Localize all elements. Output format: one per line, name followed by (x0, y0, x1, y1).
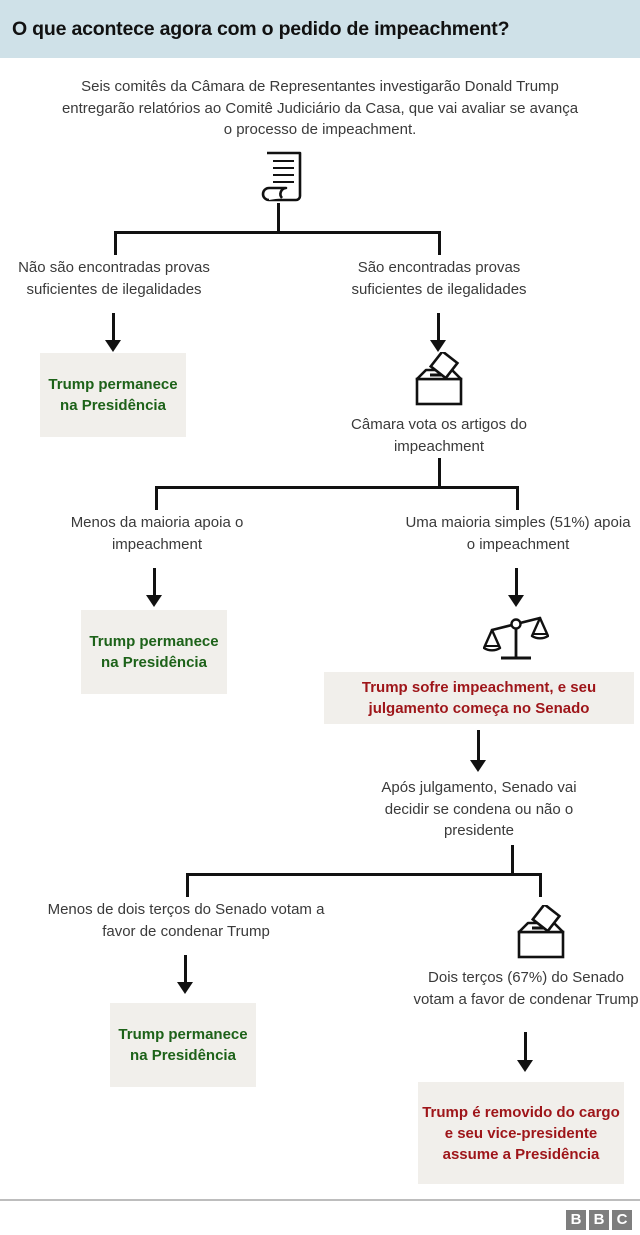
document-scroll-icon (253, 150, 305, 207)
connector-drop-right-1 (438, 231, 441, 255)
connector-split-1 (114, 231, 441, 234)
connector-split-2 (155, 486, 519, 489)
bbc-logo: B B C (566, 1210, 632, 1230)
arrow-head-5 (470, 760, 486, 772)
connector-arrow-line-7 (524, 1032, 527, 1064)
connector-arrow-line-2 (437, 313, 440, 345)
caption-house-vote: Câmara vota os artigos do impeachment (351, 416, 527, 455)
arrow-head-3 (146, 595, 162, 607)
ballot-box-icon-house (408, 349, 470, 412)
ballot-box-icon-senate (510, 902, 572, 965)
connector-arrow-line-5 (477, 730, 480, 766)
page-title: O que acontece agora com o pedido de imp… (12, 18, 510, 40)
connector-split-3 (186, 873, 542, 876)
intro-text: Seis comitês da Câmara de Representantes… (61, 78, 579, 138)
arrow-head-1 (105, 340, 121, 352)
scales-of-justice-icon (482, 608, 550, 671)
connector-drop-left-1 (114, 231, 117, 255)
connector-arrow-line-6 (184, 955, 187, 987)
caption-senate-trial: Após julgamento, Senado vai decidir se c… (381, 779, 577, 839)
caption-simple-majority: Uma maioria simples (51%) apoia o impeac… (405, 514, 631, 553)
connector-arrow-line-1 (112, 313, 115, 345)
connector-stem-2 (438, 458, 441, 486)
arrow-head-4 (508, 595, 524, 607)
bbc-logo-letter-1: B (566, 1210, 586, 1230)
connector-stem-1 (277, 203, 280, 231)
connector-drop-right-3 (539, 873, 542, 897)
connector-drop-left-2 (155, 486, 158, 510)
connector-arrow-line-3 (153, 568, 156, 600)
outcome-box-impeached: Trump sofre impeachment, e seu julgament… (324, 672, 634, 724)
connector-drop-right-2 (516, 486, 519, 510)
caption-no-evidence: Não são encontradas provas suficientes d… (18, 259, 210, 298)
bbc-logo-letter-2: B (589, 1210, 609, 1230)
outcome-box-stays-2: Trump permanece na Presidência (81, 610, 227, 694)
caption-two-thirds: Dois terços (67%) do Senado votam a favo… (413, 969, 639, 1008)
caption-evidence-found: São encontradas provas suficientes de il… (351, 259, 527, 298)
outcome-label: Trump permanece na Presidência (48, 376, 178, 414)
arrow-head-6 (177, 982, 193, 994)
connector-stem-3 (511, 845, 514, 873)
outcome-box-stays-3: Trump permanece na Presidência (110, 1003, 256, 1087)
outcome-label: Trump permanece na Presidência (118, 1026, 248, 1064)
caption-less-than-majority: Menos da maioria apoia o impeachment (70, 514, 244, 553)
caption-less-than-two-thirds: Menos de dois terços do Senado votam a f… (47, 901, 325, 940)
outcome-box-stays-1: Trump permanece na Presidência (40, 353, 186, 437)
arrow-head-7 (517, 1060, 533, 1072)
footer-divider (0, 1199, 640, 1201)
connector-drop-left-3 (186, 873, 189, 897)
connector-arrow-line-4 (515, 568, 518, 600)
arrow-head-2 (430, 340, 446, 352)
outcome-label: Trump sofre impeachment, e seu julgament… (361, 679, 597, 717)
outcome-box-removed: Trump é removido do cargo e seu vice-pre… (418, 1082, 624, 1184)
bbc-logo-letter-3: C (612, 1210, 632, 1230)
outcome-label: Trump é removido do cargo e seu vice-pre… (422, 1103, 620, 1163)
outcome-label: Trump permanece na Presidência (89, 633, 219, 671)
header-bar (0, 0, 640, 58)
